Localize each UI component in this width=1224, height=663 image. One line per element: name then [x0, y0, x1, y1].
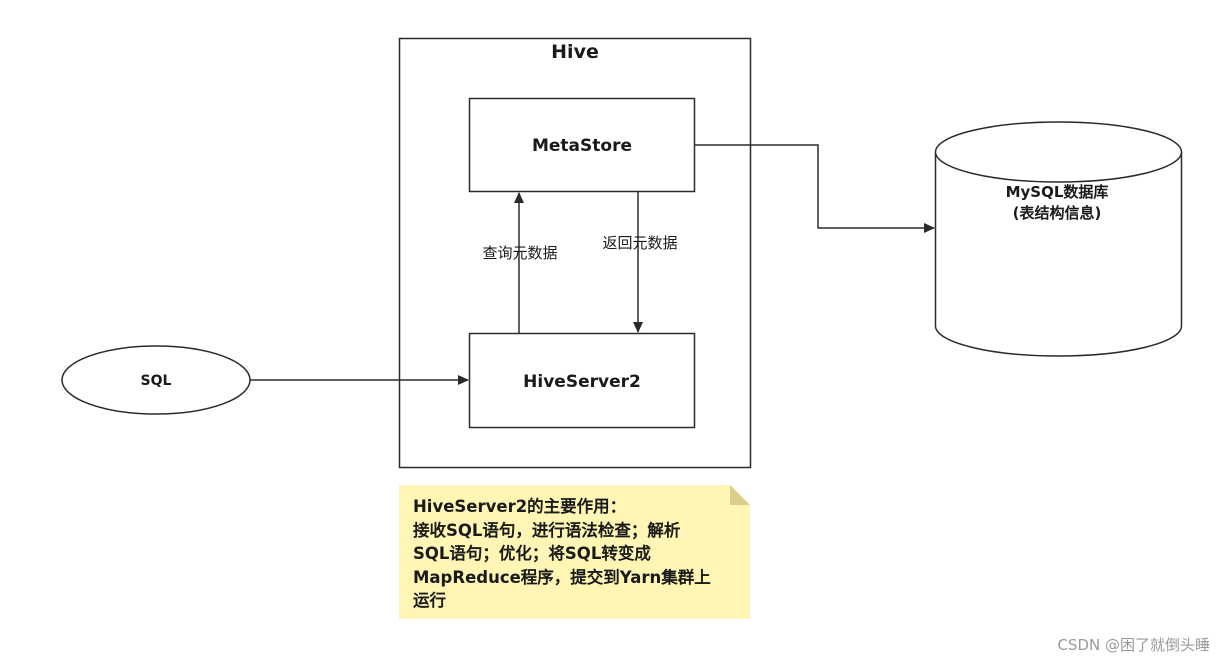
note-line: 接收SQL语句，进行语法检查；解析 [413, 520, 681, 540]
note-line: HiveServer2的主要作用： [413, 497, 627, 516]
hive-title: Hive [551, 41, 599, 63]
note-line: MapReduce程序，提交到Yarn集群上 [413, 567, 711, 587]
hiveserver2-note [399, 485, 750, 619]
note-text: HiveServer2的主要作用： 接收SQL语句，进行语法检查；解析 SQL语… [413, 495, 743, 613]
return-metadata-label: 返回元数据 [602, 234, 677, 252]
watermark: CSDN @困了就倒头睡 [1057, 636, 1210, 654]
mysql-database-cylinder [934, 121, 1183, 357]
hiveserver2-box [468, 332, 696, 429]
metastore-to-mysql-arrow [695, 144, 935, 233]
note-line: 运行 [413, 591, 446, 610]
note-line: SQL语句；优化；将SQL转变成 [413, 544, 651, 563]
sql-label: SQL [141, 373, 172, 389]
query-metadata-label: 查询元数据 [482, 244, 557, 262]
mysql-label: MySQL数据库 [1006, 183, 1109, 201]
metastore-box [468, 97, 696, 193]
metastore-label: MetaStore [532, 136, 632, 156]
mysql-sublabel: (表结构信息) [1013, 204, 1102, 222]
hiveserver2-label: HiveServer2 [523, 372, 641, 392]
hive-container [398, 37, 752, 469]
